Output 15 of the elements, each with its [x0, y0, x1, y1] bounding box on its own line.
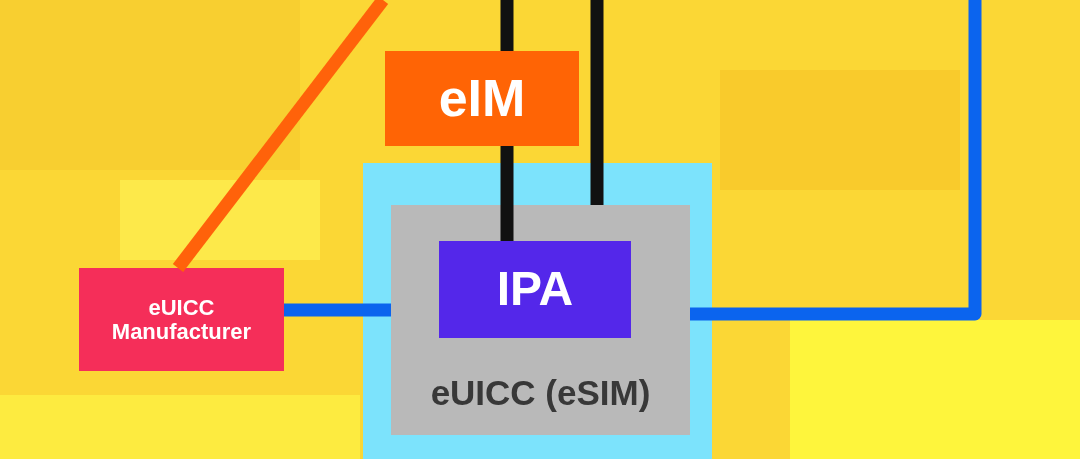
box-label: eIM: [438, 69, 526, 128]
box-label: eUICC (eSIM): [430, 372, 651, 413]
connector-line: [172, 0, 389, 272]
box-label: IPA: [496, 263, 574, 316]
connector-line: [500, 146, 514, 241]
component-box: [439, 241, 631, 338]
device-frame: [363, 163, 712, 459]
connector-line: [590, 0, 604, 205]
component-box: [79, 268, 284, 371]
box-label: eUICC Manufacturer: [110, 296, 253, 343]
connector-line: [690, 0, 982, 321]
chip-box: [391, 205, 690, 435]
component-box: [385, 51, 579, 146]
connector-line: [500, 0, 514, 51]
connector-line: [284, 303, 391, 317]
